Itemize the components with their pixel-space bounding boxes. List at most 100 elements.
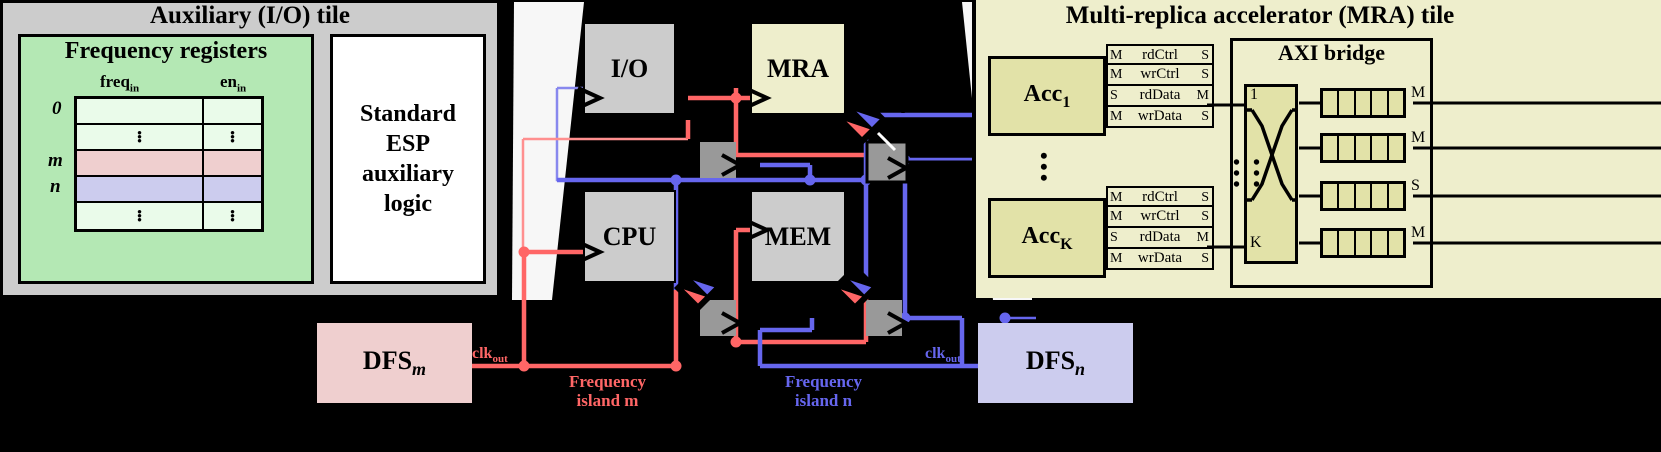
table-row-n[interactable] [77, 177, 261, 203]
noc-tile-cpu[interactable]: CPU [583, 190, 676, 283]
column-header-en-in: enin [220, 72, 247, 95]
port-row-rdctrl: M rdCtrl S [1106, 186, 1214, 207]
esp-line-2: ESP [385, 131, 430, 157]
port-name: rdCtrl [1142, 189, 1178, 205]
port-row-wrdata: M wrData S [1106, 107, 1214, 128]
port-name: wrCtrl [1140, 66, 1180, 82]
port-left-label: M [1110, 251, 1123, 266]
accelerator-block-k[interactable]: AccK [988, 198, 1106, 278]
port-row-wrctrl: M wrCtrl S [1106, 65, 1214, 86]
port-right-label: M [1196, 88, 1209, 103]
port-row-rddata: S rdData M [1106, 86, 1214, 107]
accelerator-k-port-stack: M rdCtrl S M wrCtrl S S rdData M M wrDat… [1106, 186, 1214, 270]
port-left-label: M [1110, 209, 1123, 224]
port-left-label: M [1110, 190, 1123, 205]
port-left-label: S [1110, 88, 1118, 103]
accelerator-k-label: AccK [1021, 222, 1073, 253]
noc-tile-mra[interactable]: MRA [750, 22, 846, 115]
cell-freq [77, 177, 204, 201]
noc-tile-io-label: I/O [610, 53, 649, 83]
dfs-block-n[interactable]: DFSn [978, 323, 1133, 403]
frequency-island-n-label: Frequency island n [784, 372, 863, 410]
port-row-rddata: S rdData M [1106, 228, 1214, 249]
esp-line-3: auxiliary [361, 161, 454, 187]
row-label-n: n [50, 176, 61, 197]
esp-auxiliary-logic-box [330, 34, 486, 284]
cell-freq [77, 151, 204, 175]
port-right-label: S [1201, 48, 1209, 63]
noc-tile-mra-label: MRA [766, 53, 830, 83]
clk-out-label-n: clkout [925, 345, 961, 366]
axi-fifo-0 [1320, 88, 1406, 118]
axi-fifo-3 [1320, 228, 1406, 258]
table-row: ••• ••• [77, 125, 261, 151]
port-name: wrData [1137, 108, 1183, 124]
accelerator-block-1[interactable]: Acc1 [988, 56, 1106, 136]
noc-tile-mem-label: MEM [764, 221, 832, 251]
port-left-label: M [1110, 109, 1123, 124]
axi-fifo-2-label: S [1411, 177, 1420, 194]
dfs-block-m[interactable]: DFSm [317, 323, 472, 403]
port-right-label: S [1201, 109, 1209, 124]
esp-line-1: Standard [359, 101, 457, 127]
frequency-registers-title: Frequency registers [64, 38, 268, 64]
axi-fifo-1-label: M [1411, 129, 1426, 146]
port-right-label: S [1201, 67, 1209, 82]
frequency-island-m-label: Frequency island m [568, 372, 647, 410]
port-row-wrdata: M wrData S [1106, 249, 1214, 270]
crossbar-port-1-label: 1 [1250, 86, 1258, 103]
noc-tile-mem[interactable]: MEM [750, 190, 846, 283]
port-right-label: S [1201, 251, 1209, 266]
clk-out-label-m: clkout [472, 345, 508, 366]
vertical-ellipsis-icon: ••• [137, 204, 142, 227]
cell-en: ••• [204, 203, 261, 229]
axi-fifo-0-label: M [1411, 84, 1426, 101]
noc-tile-cpu-label: CPU [602, 221, 657, 251]
dfs-m-label: DFSm [362, 345, 427, 380]
crossbar-left-ellipsis-icon: ••• [1233, 152, 1241, 196]
auxiliary-tile-title: Auxiliary (I/O) tile [150, 2, 350, 29]
axi-fifo-1 [1320, 133, 1406, 163]
crossbar-port-k-label: K [1250, 234, 1262, 251]
table-row-m[interactable] [77, 151, 261, 177]
axi-fifo-3-label: M [1411, 224, 1426, 241]
port-right-label: M [1196, 230, 1209, 245]
port-name: rdCtrl [1142, 47, 1178, 63]
port-left-label: M [1110, 48, 1123, 63]
port-right-label: S [1201, 190, 1209, 205]
cell-en: ••• [204, 125, 261, 149]
axi-fifo-2 [1320, 181, 1406, 211]
cell-freq: ••• [77, 125, 204, 149]
frequency-register-table: ••• ••• ••• ••• [74, 96, 264, 232]
vertical-ellipsis-icon: ••• [137, 125, 142, 148]
crossbar-right-ellipsis-icon: ••• [1253, 152, 1261, 196]
vertical-ellipsis-icon: ••• [230, 125, 235, 148]
table-row: ••• ••• [77, 203, 261, 229]
table-row[interactable] [77, 99, 261, 125]
esp-auxiliary-logic-label: Standard ESP auxiliary logic [330, 34, 486, 284]
vertical-ellipsis-icon: ••• [230, 204, 235, 227]
row-label-m: m [48, 150, 63, 171]
frequency-table-column-headers: freqin enin [40, 72, 292, 94]
column-header-freq-in: freqin [100, 72, 140, 95]
port-name: wrData [1137, 250, 1183, 266]
port-name: wrCtrl [1140, 208, 1180, 224]
port-name: rdData [1139, 87, 1181, 103]
accelerator-1-port-stack: M rdCtrl S M wrCtrl S S rdData M M wrDat… [1106, 44, 1214, 128]
dfs-n-label: DFSn [1025, 345, 1086, 380]
cell-freq: ••• [77, 203, 204, 229]
row-label-0: 0 [52, 98, 62, 119]
mra-tile-title: Multi-replica accelerator (MRA) tile [1065, 2, 1455, 29]
axi-bridge-title: AXI bridge [1278, 40, 1385, 65]
port-right-label: S [1201, 209, 1209, 224]
accelerator-1-label: Acc1 [1023, 80, 1071, 111]
cell-freq [77, 99, 204, 123]
accelerator-ellipsis-icon: ••• [1040, 143, 1048, 190]
port-left-label: M [1110, 67, 1123, 82]
port-row-wrctrl: M wrCtrl S [1106, 207, 1214, 228]
port-left-label: S [1110, 230, 1118, 245]
esp-line-4: logic [383, 191, 432, 217]
